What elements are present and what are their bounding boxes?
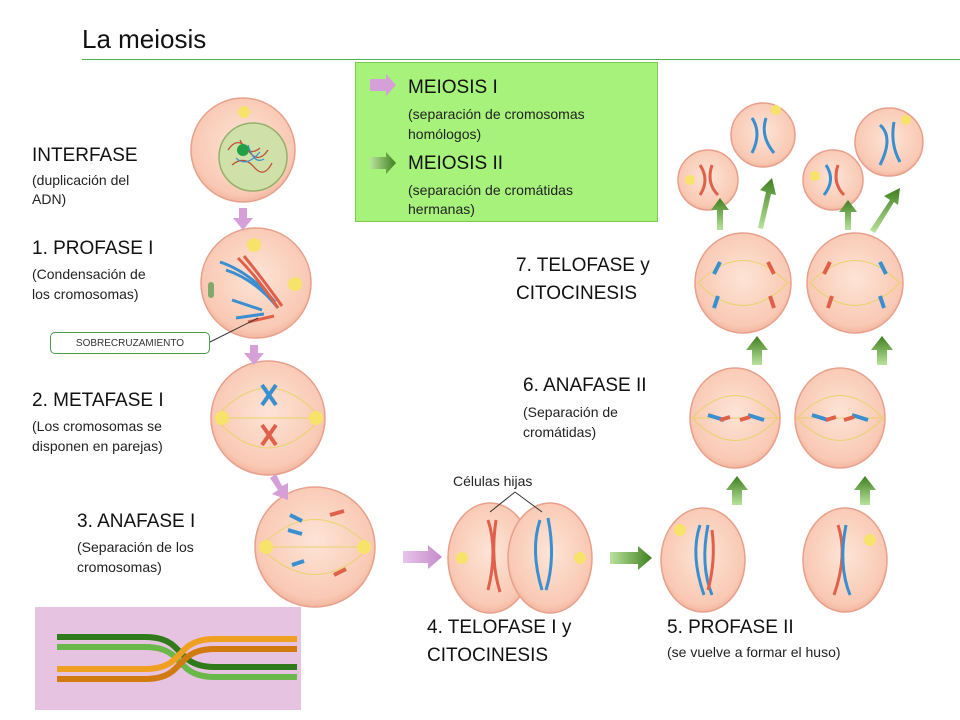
crossover-badge: SOBRECRUZAMIENTO bbox=[50, 332, 210, 354]
stage-metafase1-desc-2: disponen en parejas) bbox=[32, 438, 163, 454]
stage-profase2-desc: (se vuelve a formar el huso) bbox=[667, 644, 841, 660]
telophase2-cell-right bbox=[806, 232, 904, 334]
daughter-callout-lines bbox=[489, 491, 543, 513]
stage-profase2-label: 5. PROFASE II bbox=[667, 617, 794, 638]
title-rule bbox=[82, 59, 960, 60]
prophase2-cell-left bbox=[660, 507, 746, 613]
stage-anafase2-label: 6. ANAFASE II bbox=[523, 375, 647, 396]
anaphase2-cell-right bbox=[794, 367, 886, 469]
stage-metafase1-label: 2. METAFASE I bbox=[32, 390, 164, 411]
stage-telofase2-label-1: 7. TELOFASE y bbox=[516, 255, 650, 276]
anaphase2-cell-left bbox=[689, 367, 781, 469]
stage-interfase-desc-1: (duplicación del bbox=[32, 172, 130, 188]
crossing-over-illustration bbox=[35, 607, 301, 710]
meiosis1-arrow-icon bbox=[370, 74, 396, 96]
stage-profase1-desc-1: (Condensación de bbox=[32, 266, 146, 282]
stage-telofase1-label-1: 4. TELOFASE I y bbox=[427, 617, 572, 638]
prophase2-cell-right bbox=[802, 507, 888, 613]
daughter-cell-2 bbox=[730, 102, 796, 168]
crossover-callout-line bbox=[209, 317, 259, 343]
daughter-cell-1 bbox=[677, 149, 739, 211]
legend-meiosis2-desc-2: hermanas) bbox=[408, 201, 475, 217]
stage-anafase1-label: 3. ANAFASE I bbox=[77, 511, 196, 532]
telophase1-cells bbox=[447, 502, 593, 614]
stage-interfase-desc-2: ADN) bbox=[32, 191, 67, 207]
daughter-cell-3 bbox=[802, 149, 864, 211]
legend-meiosis1-desc-1: (separación de cromosomas bbox=[408, 106, 585, 122]
metaphase1-cell bbox=[210, 360, 326, 476]
stage-anafase1-desc-1: (Separación de los bbox=[77, 539, 194, 555]
stage-interfase-label: INTERFASE bbox=[32, 145, 138, 166]
prophase1-cell bbox=[200, 227, 312, 339]
stage-metafase1-desc-1: (Los cromosomas se bbox=[32, 418, 162, 434]
stage-telofase2-label-2: CITOCINESIS bbox=[516, 283, 638, 304]
stage-telofase1-label-2: CITOCINESIS bbox=[427, 645, 549, 666]
stage-profase1-desc-2: los cromosomas) bbox=[32, 286, 139, 302]
stage-profase1-label: 1. PROFASE I bbox=[32, 238, 154, 259]
stage-anafase2-desc-2: cromátidas) bbox=[523, 424, 597, 440]
meiosis2-arrow-icon bbox=[370, 152, 396, 174]
telophase2-cell-left bbox=[694, 232, 792, 334]
legend-box: MEIOSIS I (separación de cromosomas homó… bbox=[355, 62, 658, 222]
interphase-cell bbox=[190, 97, 296, 203]
legend-meiosis1-desc-2: homólogos) bbox=[408, 126, 482, 142]
legend-meiosis1-label: MEIOSIS I bbox=[408, 77, 498, 98]
daughter-cell-4 bbox=[854, 107, 924, 177]
legend-meiosis2-desc-1: (separación de cromátidas bbox=[408, 182, 573, 198]
crossing-over-chromatids bbox=[57, 634, 297, 682]
stage-anafase2-desc-1: (Separación de bbox=[523, 404, 618, 420]
daughter-cells-label: Células hijas bbox=[453, 473, 533, 489]
legend-meiosis2-label: MEIOSIS II bbox=[408, 153, 504, 174]
meiosis2-arrows bbox=[610, 178, 900, 570]
anaphase1-cell bbox=[254, 486, 376, 608]
stage-anafase1-desc-2: cromosomas) bbox=[77, 559, 162, 575]
meiosis1-arrows bbox=[233, 208, 442, 569]
page-title: La meiosis bbox=[82, 24, 207, 54]
